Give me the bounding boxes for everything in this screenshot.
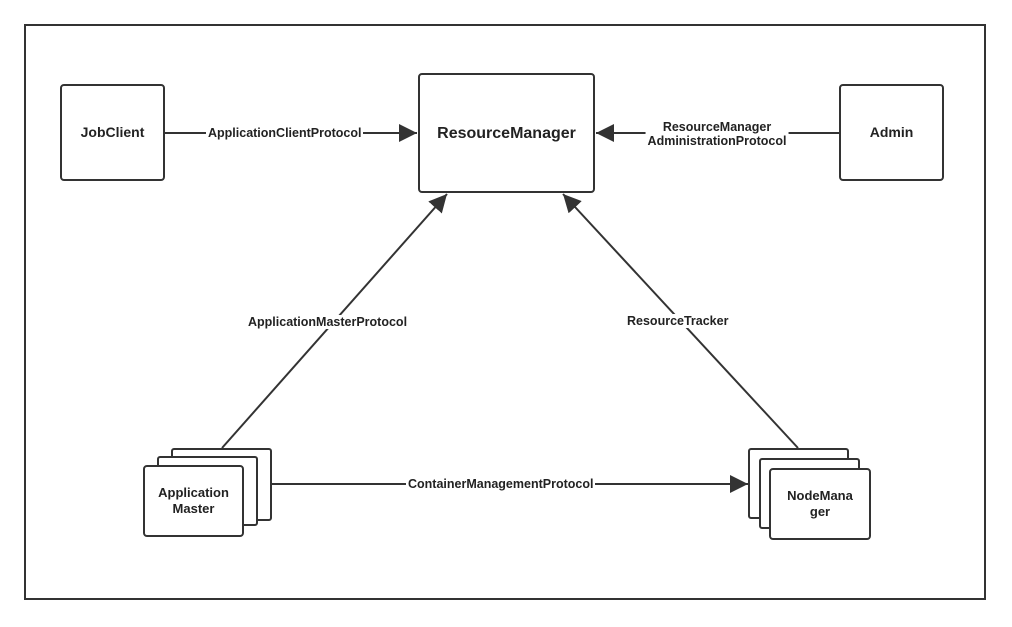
resource-manager-label: ResourceManager [437,124,576,142]
node-manager-node: NodeMana ger [769,468,871,540]
container-management-protocol-label: ContainerManagementProtocol [406,477,596,491]
admin-label: Admin [869,124,914,140]
application-master-node: Application Master [143,465,244,537]
node-manager-label: NodeMana ger [787,488,853,519]
application-client-protocol-label: ApplicationClientProtocol [206,126,364,140]
job-client-node: JobClient [60,84,165,181]
resource-manager-administration-protocol-label: ResourceManager AdministrationProtocol [645,120,789,148]
resource-tracker-label: ResourceTracker [625,314,731,328]
job-client-label: JobClient [80,124,145,140]
resource-manager-node: ResourceManager [418,73,595,193]
admin-node: Admin [839,84,944,181]
application-master-protocol-label: ApplicationMasterProtocol [246,315,410,329]
application-master-label: Application Master [158,485,229,516]
diagram-frame [24,24,986,600]
